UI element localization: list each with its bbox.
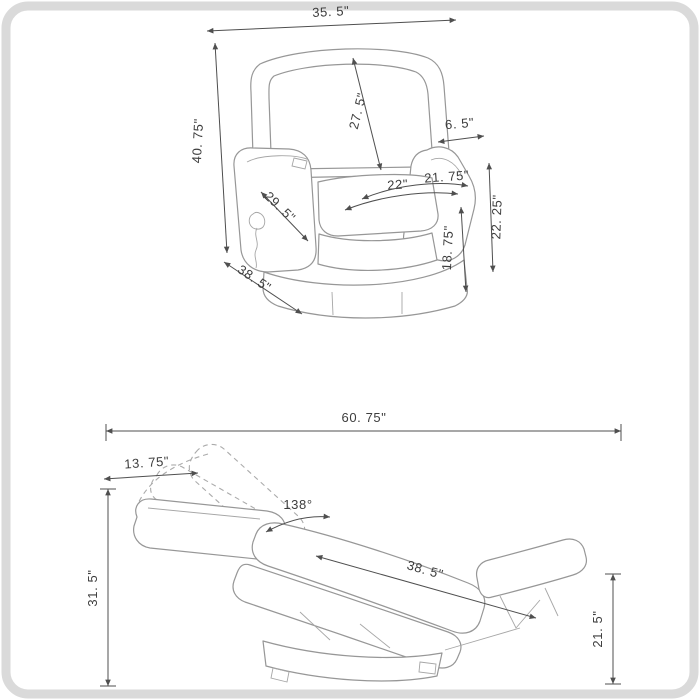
dim-label-seat-front-width: 21. 75" bbox=[424, 167, 470, 185]
dim-label-seat-height: 18. 75" bbox=[439, 225, 456, 271]
dim-recline-angle: 138° bbox=[265, 497, 331, 533]
reclined-chair-drawing bbox=[133, 443, 588, 683]
footrest-panel bbox=[475, 538, 588, 599]
dim-headrest-segment: 13. 75" bbox=[103, 453, 199, 482]
dim-label-seat-width: 22" bbox=[387, 176, 409, 192]
dim-label-arm-height: 22. 25" bbox=[488, 194, 505, 239]
dimension-line bbox=[486, 162, 496, 273]
recline-mechanism-line-2 bbox=[359, 623, 391, 649]
dim-reclined-length: 60. 75" bbox=[105, 410, 622, 441]
dim-reclined-overall-height: 31. 5" bbox=[85, 488, 116, 687]
dim-label-arm-width: 6. 5" bbox=[444, 115, 475, 132]
dimension-line bbox=[315, 555, 537, 619]
footrest-linkage-1 bbox=[499, 595, 541, 629]
dimension-curve bbox=[361, 182, 469, 200]
dimension-line bbox=[212, 42, 230, 254]
dim-label-overall-width: 35. 5" bbox=[312, 3, 350, 20]
power-button-panel bbox=[291, 157, 308, 170]
dimension-line bbox=[206, 17, 457, 34]
base-foot-left bbox=[270, 667, 290, 683]
dim-footrest-height: 21. 5" bbox=[590, 573, 621, 685]
dimension-line bbox=[458, 206, 469, 293]
dimension-line bbox=[103, 470, 199, 482]
dim-upright-seat-height: 18. 75" bbox=[439, 206, 469, 293]
base-foot-right bbox=[418, 661, 437, 675]
dimension-line bbox=[223, 261, 303, 315]
dimension-line bbox=[351, 57, 383, 171]
recline-mechanism-line-1 bbox=[299, 611, 331, 641]
angle-arc bbox=[265, 513, 331, 533]
dim-label-recline-angle: 138° bbox=[283, 497, 312, 512]
dim-label-reclined-length: 60. 75" bbox=[342, 410, 387, 425]
dim-upright-seat-front-width: 21. 75" bbox=[361, 167, 470, 200]
recline-motion-arc bbox=[136, 453, 209, 507]
chair-base-reclined bbox=[262, 640, 443, 682]
chair-base-seam-left bbox=[331, 291, 334, 316]
chair-seat-cushion bbox=[317, 173, 439, 237]
dim-label-overall-height: 40. 75" bbox=[189, 118, 206, 164]
dimension-line bbox=[437, 134, 485, 144]
dim-label-headrest-segment: 13. 75" bbox=[124, 453, 170, 471]
recline-mechanism-line-3 bbox=[444, 627, 521, 651]
dim-upright-arm-width: 6. 5" bbox=[437, 115, 485, 144]
dim-upright-arm-height: 22. 25" bbox=[486, 162, 505, 273]
chair-right-arm-seam bbox=[430, 157, 462, 175]
dim-upright-overall-width: 35. 5" bbox=[206, 3, 457, 34]
footrest-linkage-2 bbox=[544, 587, 559, 617]
chair-seat-front-skirt bbox=[317, 232, 438, 271]
dim-label-reclined-overall-height: 31. 5" bbox=[85, 569, 100, 606]
headrest-seam bbox=[147, 507, 261, 520]
chair-left-arm-seam bbox=[246, 155, 310, 163]
dim-label-footrest-height: 21. 5" bbox=[590, 610, 605, 647]
dim-upright-overall-height: 40. 75" bbox=[189, 42, 230, 254]
dimension-line bbox=[260, 191, 309, 242]
